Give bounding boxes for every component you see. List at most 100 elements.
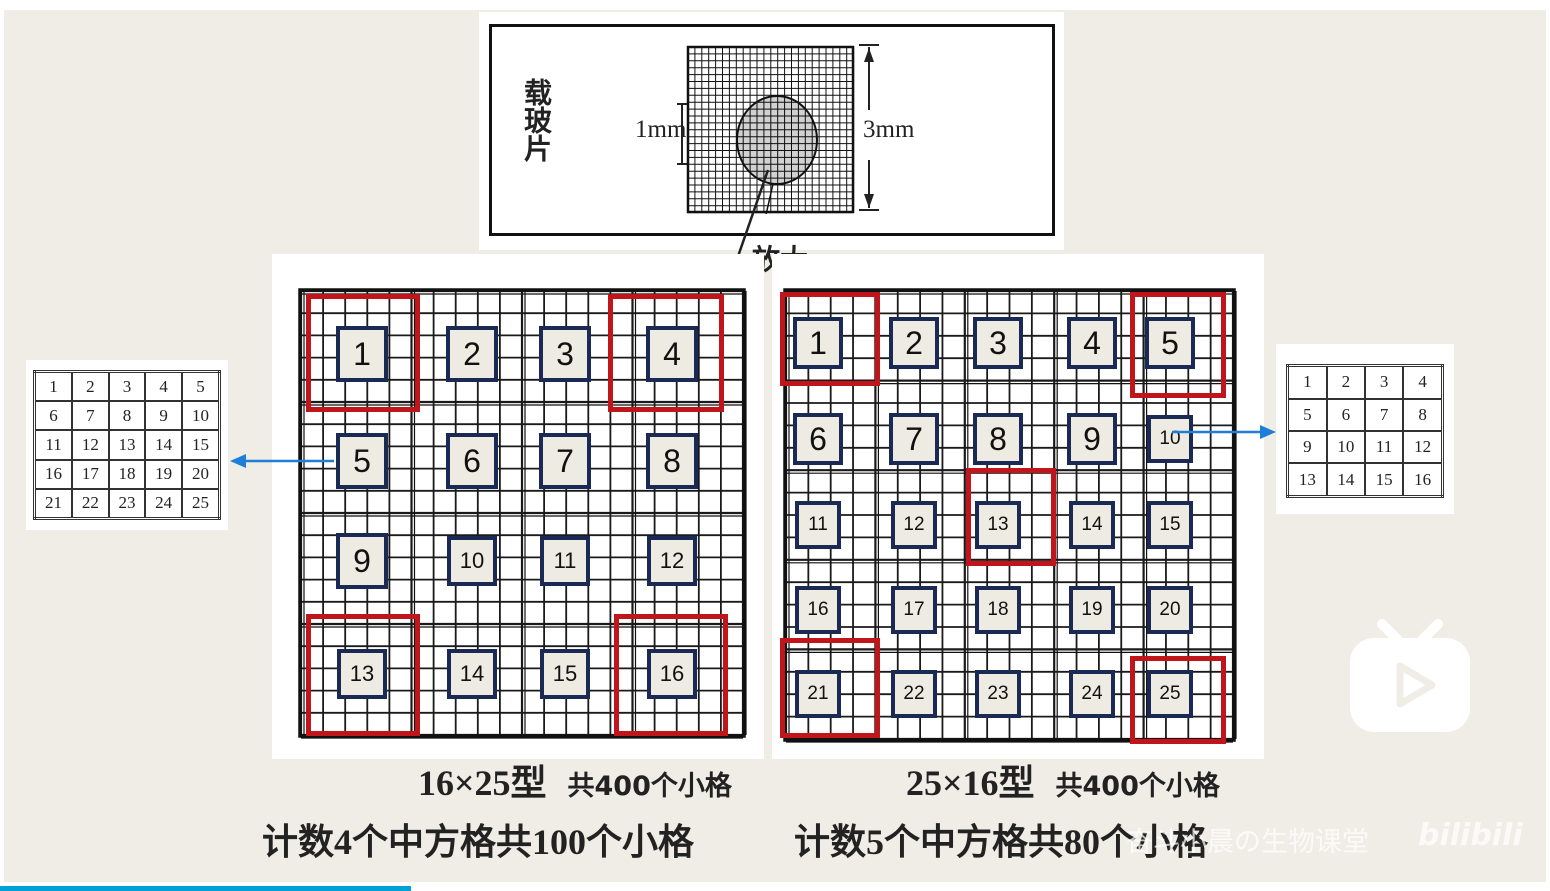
watermark-channel: 奋斗小晨の生物课堂	[1126, 827, 1369, 858]
left-detail-cell-15: 15	[180, 429, 221, 461]
right-detail-cell-15: 15	[1363, 462, 1405, 498]
right-counted-box-13	[966, 468, 1056, 566]
left-counted-box-4	[608, 294, 724, 412]
right-square-5: 5	[1145, 317, 1195, 369]
left-square-14: 14	[447, 649, 497, 699]
right-detail-cell-1: 1	[1286, 364, 1328, 400]
hemocytometer-grid	[686, 45, 855, 214]
left-square-1: 1	[336, 326, 388, 382]
left-detail-cell-22: 22	[71, 487, 110, 520]
left-detail-cell-13: 13	[107, 429, 147, 461]
right-square-20: 20	[1147, 586, 1193, 634]
right-detail-cell-16: 16	[1402, 462, 1444, 498]
right-square-7: 7	[889, 413, 939, 465]
right-counted-box-1	[780, 292, 880, 386]
left-square-11: 11	[540, 536, 590, 586]
left-square-5: 5	[336, 433, 388, 489]
left-detail-cell-24: 24	[144, 487, 183, 520]
video-progress-fill	[0, 886, 411, 891]
right-counted-box-25	[1130, 656, 1226, 744]
left-square-7: 7	[539, 433, 591, 489]
left-square-8: 8	[646, 433, 698, 489]
right-square-23: 23	[975, 670, 1021, 718]
left-detail-cell-14: 14	[144, 429, 183, 461]
right-detail-cell-8: 8	[1402, 397, 1444, 432]
right-square-11: 11	[795, 501, 841, 549]
left-detail-cell-17: 17	[71, 458, 110, 490]
left-detail-cell-21: 21	[33, 487, 74, 520]
left-counted-box-16	[614, 614, 728, 736]
right-square-6: 6	[793, 413, 843, 465]
left-square-10: 10	[447, 536, 497, 586]
dimension-3mm: 3mm	[863, 116, 915, 143]
right-square-21: 21	[795, 670, 841, 718]
left-detail-cell-1: 1	[33, 370, 74, 403]
right-square-2: 2	[889, 317, 939, 369]
right-square-22: 22	[891, 670, 937, 718]
right-detail-cell-2: 2	[1325, 364, 1366, 400]
left-detail-cell-25: 25	[180, 487, 221, 520]
right-detail-cell-11: 11	[1363, 429, 1405, 465]
left-square-16: 16	[647, 649, 697, 699]
right-detail-cell-14: 14	[1325, 462, 1366, 498]
left-detail-cell-9: 9	[144, 400, 183, 432]
left-total: 共400个小格	[567, 771, 732, 802]
left-detail-cell-3: 3	[107, 370, 147, 403]
right-counted-box-5	[1130, 292, 1226, 398]
right-detail-cell-12: 12	[1402, 429, 1444, 465]
right-square-4: 4	[1067, 317, 1117, 369]
right-square-16: 16	[795, 586, 841, 634]
left-type: 16×25型	[418, 763, 547, 803]
bilibili-play-icon[interactable]	[1348, 616, 1472, 736]
right-detail-cell-3: 3	[1363, 364, 1405, 400]
right-square-18: 18	[975, 586, 1021, 634]
left-square-4: 4	[646, 326, 698, 382]
left-detail-cell-7: 7	[71, 400, 110, 432]
right-counted-box-21	[780, 638, 880, 738]
left-detail-cell-12: 12	[71, 429, 110, 461]
right-caption-type: 25×16型 共400个小格	[906, 754, 1220, 806]
right-detail-cell-10: 10	[1325, 429, 1366, 465]
right-square-10: 10	[1147, 415, 1193, 463]
right-square-9: 9	[1067, 413, 1117, 465]
left-detail-cell-4: 4	[144, 370, 183, 403]
left-detail-cell-20: 20	[180, 458, 221, 490]
video-progress-track[interactable]	[0, 882, 1550, 891]
right-detail-cell-6: 6	[1325, 397, 1366, 432]
right-square-14: 14	[1069, 501, 1115, 549]
right-caption-count: 计数5个中方格共80个小格	[794, 822, 1209, 862]
right-square-24: 24	[1069, 670, 1115, 718]
left-square-13: 13	[337, 649, 387, 699]
left-detail-cell-11: 11	[33, 429, 74, 461]
right-detail-cell-9: 9	[1286, 429, 1328, 465]
right-square-3: 3	[973, 317, 1023, 369]
left-caption-count: 计数4个中方格共100个小格	[262, 822, 695, 862]
left-detail-cell-2: 2	[71, 370, 110, 403]
right-square-17: 17	[891, 586, 937, 634]
left-detail-cell-6: 6	[33, 400, 74, 432]
left-detail-cell-19: 19	[144, 458, 183, 490]
left-square-12: 12	[647, 536, 697, 586]
left-detail-cell-18: 18	[107, 458, 147, 490]
dimension-arrows	[677, 44, 879, 211]
left-detail-cell-8: 8	[107, 400, 147, 432]
right-type: 25×16型	[906, 763, 1035, 803]
detail-arrows	[230, 425, 1276, 468]
right-total: 共400个小格	[1055, 771, 1220, 802]
right-square-1: 1	[793, 317, 843, 369]
right-detail-cell-7: 7	[1363, 397, 1405, 432]
top-figure: 载玻片 1mm 3mm	[479, 12, 1064, 250]
right-square-25: 25	[1147, 670, 1193, 718]
right-detail-cell-5: 5	[1286, 397, 1328, 432]
right-detail-cell-13: 13	[1286, 462, 1328, 498]
glass-slide-frame	[489, 24, 1055, 236]
left-detail-cell-5: 5	[180, 370, 221, 403]
dimension-1mm: 1mm	[635, 116, 687, 143]
right-square-19: 19	[1069, 586, 1115, 634]
left-detail-cell-16: 16	[33, 458, 74, 490]
left-square-9: 9	[336, 533, 388, 589]
